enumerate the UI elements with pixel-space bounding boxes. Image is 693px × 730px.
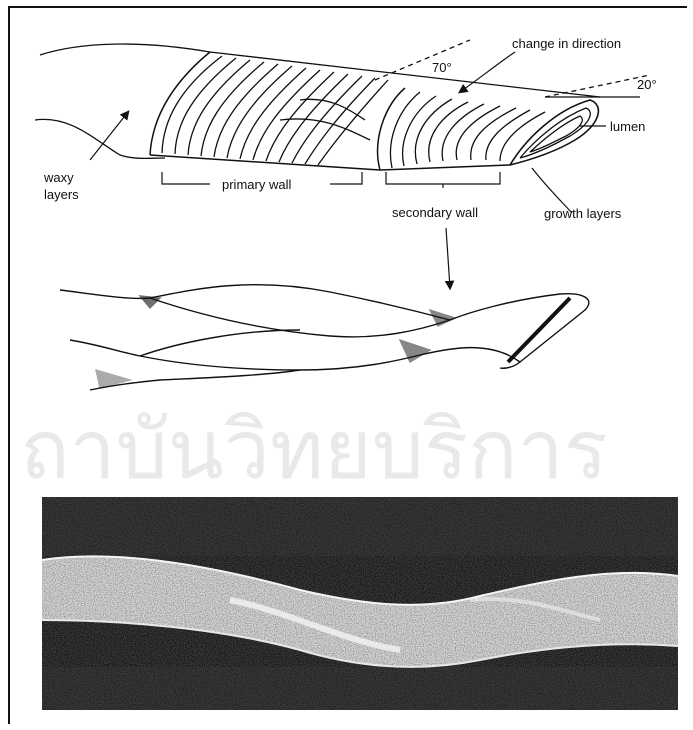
label-lumen: lumen	[610, 119, 645, 134]
twisted-fiber-drawing	[60, 285, 589, 390]
label-layers: layers	[44, 187, 79, 202]
label-angle-70: 70°	[432, 60, 452, 75]
label-angle-20: 20°	[637, 77, 657, 92]
label-waxy: waxy	[43, 170, 74, 185]
label-primary-wall: primary wall	[222, 177, 291, 192]
label-change-in-direction: change in direction	[512, 36, 621, 51]
label-leaders	[90, 52, 606, 288]
fiber-micrograph	[42, 497, 678, 710]
label-growth-layers: growth layers	[544, 206, 622, 221]
watermark-text: ถาบันวิทยบริการ	[20, 403, 608, 498]
label-secondary-wall: secondary wall	[392, 205, 478, 220]
fiber-structure-drawing	[35, 40, 650, 170]
